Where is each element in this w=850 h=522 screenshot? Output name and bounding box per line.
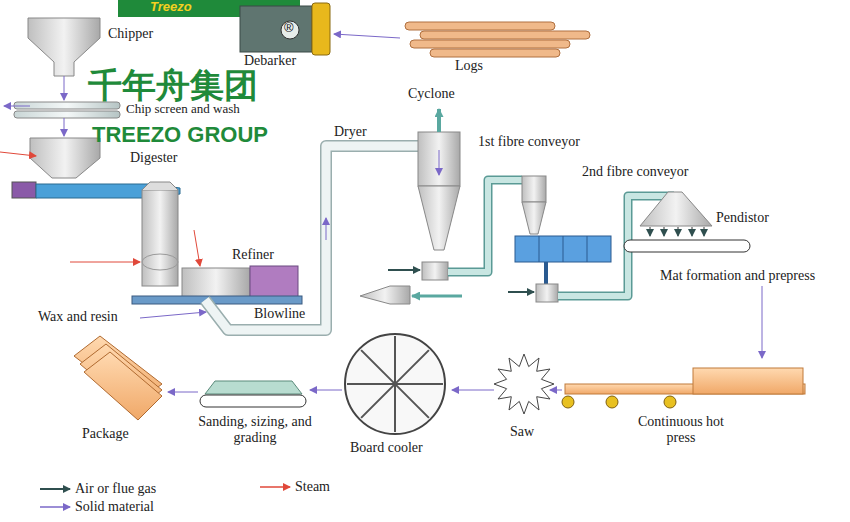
logs [405,22,590,57]
part-label: Mat formation and prepress [660,268,815,284]
package-stack [74,336,162,420]
sanding-machine [205,381,302,394]
legend-sample [40,488,70,490]
part-label: Debarker [244,53,296,69]
part-label: Chipper [108,26,153,42]
watermark: ® [284,21,294,36]
part-label: Refiner [232,247,274,263]
fan [422,262,448,280]
watermark: TREEZO GROUP [92,124,268,146]
legend-text: Solid material [75,499,154,515]
part-label: Board cooler [350,440,423,456]
part-label: Pendistor [716,210,769,226]
fan [536,284,558,302]
base-frame [132,296,302,304]
fibre-conveyor-duct [448,180,522,272]
part-label: Blowline [254,306,305,322]
part-label: Cyclone [408,86,455,102]
debarker-end [312,3,330,55]
cyclone [418,132,460,186]
fibre-cyclone [522,176,546,202]
part-label: Saw [510,424,534,440]
legend-sample [40,506,70,508]
debarker [240,6,312,52]
part-label: Dryer [334,124,367,140]
refiner-motor [250,266,298,298]
forming-belt [624,240,750,252]
watermark: Treezo [150,0,192,15]
metering-bin [515,236,611,262]
blowline-duct [205,146,420,330]
part-label: Package [82,426,129,442]
feeder-motor [12,182,36,198]
chip-bin [30,138,100,178]
cooler-spoke [361,350,429,418]
part-label: Logs [455,58,483,74]
part-label: Wax and resin [38,309,118,325]
fan [360,286,410,304]
part-label: Sanding, sizing, and grading [196,414,314,446]
part-label: Chip screen and wash [126,102,240,117]
part-label: Continuous hot press [626,414,736,446]
watermark: 千年舟集团 [88,68,258,102]
part-label: 1st fibre conveyor [478,134,580,150]
board-cooler [345,334,445,434]
saw-blade [494,354,554,414]
part-label: 2nd fibre conveyor [582,164,689,180]
legend-sample [260,486,290,488]
legend-text: Air or flue gas [75,481,156,497]
refiner [182,268,250,298]
digester [142,190,178,286]
pendistor [640,192,712,226]
legend-text: Steam [295,479,330,495]
part-label: Digester [130,150,177,166]
